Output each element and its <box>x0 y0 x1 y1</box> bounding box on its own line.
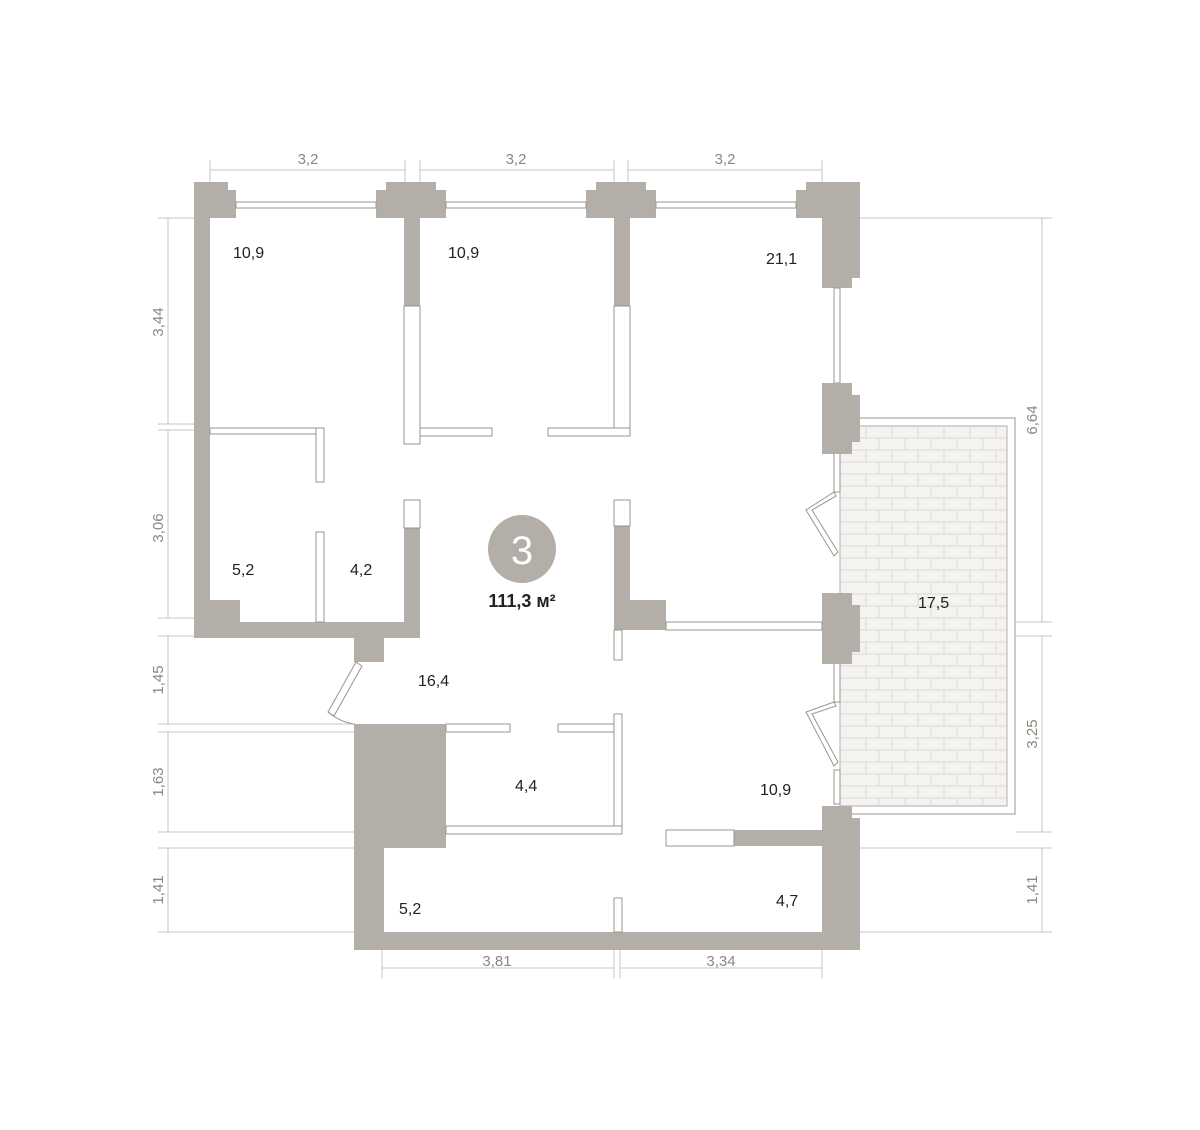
total-area: 111,3 м² <box>488 591 555 611</box>
room-area-wardrobe: 4,2 <box>350 562 372 579</box>
rooms-count: 3 <box>511 529 533 573</box>
room-area-storage: 4,4 <box>515 778 537 795</box>
doors <box>327 491 839 767</box>
partitions <box>209 305 823 933</box>
dim-left-3: 1,45 <box>150 665 167 694</box>
apartment-badge: 3 111,3 м² <box>488 515 556 611</box>
room-area-kitchen: 10,9 <box>760 782 791 799</box>
dim-top-1: 3,2 <box>298 151 319 168</box>
dim-right-1: 6,64 <box>1024 405 1041 434</box>
dim-top-3: 3,2 <box>715 151 736 168</box>
room-area-bathroom-2: 5,2 <box>399 901 421 918</box>
dimension-labels: 3,2 3,2 3,2 3,81 3,34 3,44 3,06 1,45 1,6… <box>150 151 1041 970</box>
dim-left-2: 3,06 <box>150 513 167 542</box>
balcony-tiles <box>840 426 1007 806</box>
walls <box>194 182 860 950</box>
dim-bottom-2: 3,34 <box>706 953 735 970</box>
room-area-balcony: 17,5 <box>918 595 949 612</box>
dim-left-1: 3,44 <box>150 307 167 336</box>
room-area-living-room: 21,1 <box>766 251 797 268</box>
room-area-laundry: 4,7 <box>776 893 798 910</box>
balcony <box>839 417 1016 815</box>
room-area-hall: 16,4 <box>418 673 449 690</box>
room-area-bedroom-2: 10,9 <box>448 245 479 262</box>
room-area-bathroom-1: 5,2 <box>232 562 254 579</box>
dim-left-4: 1,63 <box>150 767 167 796</box>
dim-bottom-1: 3,81 <box>482 953 511 970</box>
dim-top-2: 3,2 <box>506 151 527 168</box>
dim-right-3: 1,41 <box>1024 875 1041 904</box>
dim-right-2: 3,25 <box>1024 719 1041 748</box>
room-area-bedroom-1: 10,9 <box>233 245 264 262</box>
rooms-count-circle <box>488 515 556 583</box>
room-labels: 10,9 10,9 21,1 5,2 4,2 16,4 4,4 10,9 5,2… <box>232 245 949 918</box>
dim-left-5: 1,41 <box>150 875 167 904</box>
